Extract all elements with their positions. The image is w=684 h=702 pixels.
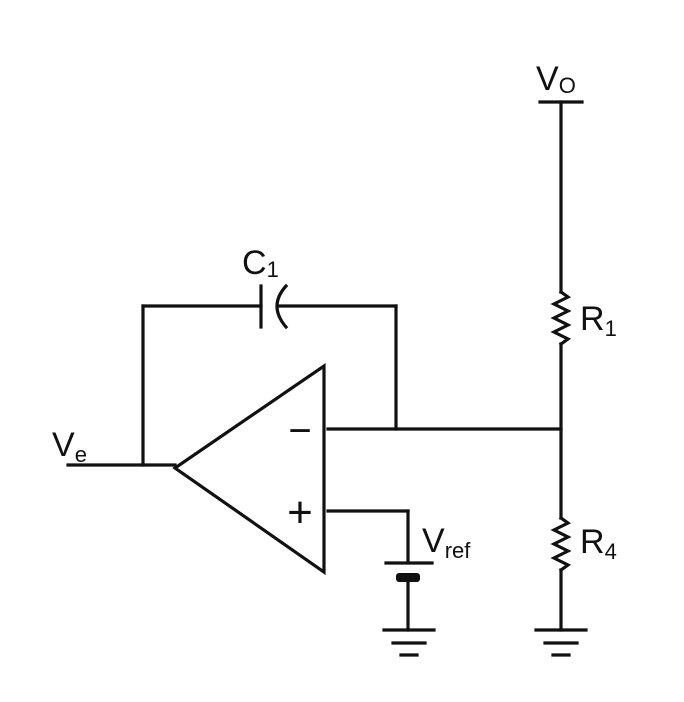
ground-right	[534, 628, 588, 657]
vref-battery	[384, 561, 434, 632]
opamp-plus-symbol: +	[287, 488, 313, 537]
noninverting-input-wire	[326, 509, 410, 565]
label-ve: Ve	[52, 426, 87, 467]
label-vref: Vref	[422, 522, 471, 563]
label-r1: R1	[580, 300, 617, 341]
capacitor-c1	[259, 283, 289, 330]
label-r4: R4	[580, 523, 617, 564]
resistor-r4	[550, 515, 572, 632]
label-c1: C1	[242, 244, 279, 282]
label-vo: VO	[536, 60, 576, 98]
opamp-minus-symbol: −	[288, 409, 311, 453]
feedback-path	[141, 304, 398, 467]
ground-left	[382, 628, 436, 657]
resistor-r1	[550, 289, 572, 520]
vo-terminal	[538, 100, 584, 294]
opamp-triangle	[172, 362, 326, 576]
